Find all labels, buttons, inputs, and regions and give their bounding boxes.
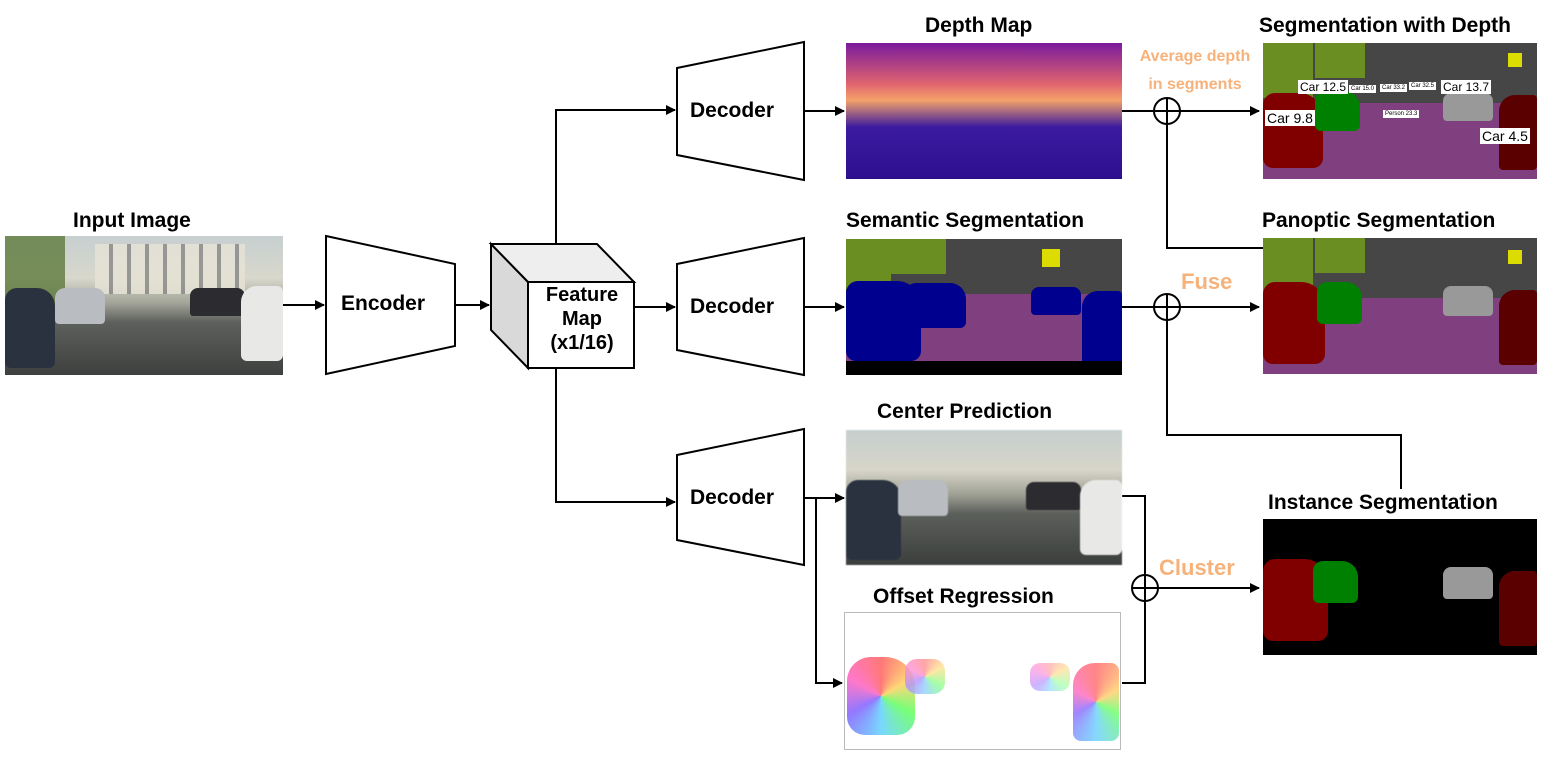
depth-tag-car-32-5: Car 32.5 (1409, 82, 1437, 90)
depth-tag-car-9-8: Car 9.8 (1265, 110, 1315, 126)
encoder-shape (325, 234, 456, 376)
depth-tag-car-15-0: Car 15.0 (1349, 85, 1377, 93)
depth-tag-car-33-2: Car 33.2 (1380, 84, 1408, 92)
decoder-top-shape (676, 40, 805, 182)
decoder-bottom-label: Decoder (690, 486, 775, 509)
segmentation-with-depth-image: Car 9.8 Car 12.5 Car 15.0 Car 33.2 Car 3… (1263, 43, 1537, 179)
feature-map-cube (488, 241, 637, 371)
input-image-label: Input Image (73, 209, 191, 232)
depth-tag-car-13-7: Car 13.7 (1441, 80, 1492, 94)
depth-tag-car-4-5: Car 4.5 (1480, 128, 1530, 144)
fuse-annotation: Fuse (1181, 269, 1233, 294)
decoder-mid-shape (676, 236, 805, 377)
instance-segmentation-label: Instance Segmentation (1268, 491, 1498, 514)
input-image (5, 236, 283, 375)
depth-map-label: Depth Map (925, 14, 1033, 37)
panoptic-segmentation-label: Panoptic Segmentation (1262, 209, 1496, 232)
center-prediction-image (846, 430, 1122, 565)
feature-map-label-line-1: Feature (545, 284, 619, 306)
panoptic-segmentation-image (1263, 238, 1537, 374)
encoder-label: Encoder (341, 292, 426, 315)
depth-map-image (846, 43, 1122, 179)
average-depth-annotation: Average depth in segments (1130, 43, 1260, 99)
offset-regression-label: Offset Regression (873, 585, 1054, 608)
cluster-annotation: Cluster (1159, 555, 1235, 580)
fuse-operator (1153, 293, 1181, 321)
depth-tag-person-23-3: Person 23.3 (1383, 110, 1420, 118)
semantic-segmentation-label: Semantic Segmentation (846, 209, 1085, 232)
segmentation-with-depth-label: Segmentation with Depth (1259, 14, 1511, 37)
average-depth-line-2: in segments (1148, 76, 1242, 93)
feature-map-label: Feature Map (x1/16) (534, 283, 630, 355)
depth-tag-car-12-5: Car 12.5 (1298, 80, 1349, 94)
offset-regression-image (844, 612, 1121, 750)
center-prediction-label: Center Prediction (877, 400, 1053, 423)
average-depth-line-1: Average depth (1139, 48, 1251, 65)
feature-map-label-line-3: (x1/16) (550, 332, 614, 354)
average-depth-operator (1153, 97, 1181, 125)
feature-map-label-line-2: Map (562, 308, 602, 330)
cluster-operator (1131, 574, 1159, 602)
semantic-segmentation-image (846, 239, 1122, 375)
decoder-bottom-shape (676, 427, 805, 567)
instance-segmentation-image (1263, 519, 1537, 655)
decoder-top-label: Decoder (690, 99, 775, 122)
decoder-mid-label: Decoder (690, 295, 775, 318)
